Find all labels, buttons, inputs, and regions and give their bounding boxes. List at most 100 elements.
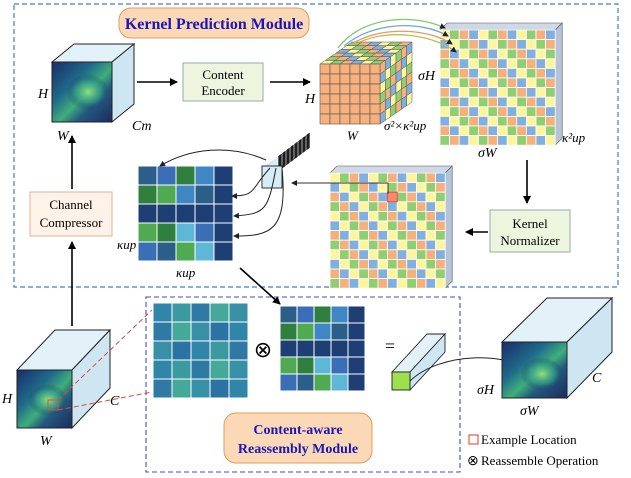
reassembly-kernel-cell [313,339,332,358]
norm-grid-cell [348,220,360,232]
pred-grid-cell [458,87,470,98]
norm-grid-cell [367,210,379,222]
pred-grid-cell [535,68,547,79]
norm-grid-cell [435,201,446,212]
kernel-cell [213,241,234,262]
kernel-cell [213,165,234,186]
reassembly-kernel-cell [279,373,298,392]
volume-front-cell [349,73,361,85]
pred-grid-cell [545,125,556,137]
pred-grid-cell [545,106,556,117]
kernel-vector-front [261,165,283,189]
pred-grid-cell [526,135,537,146]
patch-cell [190,378,211,399]
norm-grid-cell [415,278,427,289]
kernel-cell [137,203,158,224]
pred-grid-cell [497,29,508,41]
pred-grid-cell [526,106,537,117]
kernel-w-label: κup [176,265,196,280]
pred-grid-cell [468,87,479,98]
norm-grid-cell [387,220,398,232]
volume-front-cell [339,73,351,85]
pred-grid-cell [526,96,537,108]
norm-grid-cell [406,210,417,222]
pred-grid-cell [516,77,527,89]
selected-kernel-cell [387,191,398,203]
norm-grid-cell [358,230,369,241]
reassembly-kernel-cell [279,356,298,375]
pred-grid-cell [477,48,489,60]
norm-grid-cell [358,278,369,289]
norm-grid-cell [387,278,398,289]
norm-grid-cell [396,182,408,193]
patch-cell [209,302,230,323]
pred-grid-cell [468,96,479,108]
pred-grid-cell [535,29,547,41]
volume-front-cell [339,63,351,75]
pred-grid-cell [497,68,508,79]
reassembly-kernel-cell [330,356,349,375]
norm-grid-cell [435,258,446,270]
norm-grid-cell [339,182,350,193]
top-input-h-label: H [37,87,49,102]
encoded-kernel-volume [319,41,413,125]
pred-grid-cell [545,116,556,127]
norm-grid-cell [339,210,350,222]
norm-grid-cell [329,191,341,203]
pred-grid-cell [497,96,508,108]
norm-grid-cell [435,239,446,251]
pred-grid-cell [526,116,537,127]
pred-grid-cell [516,58,527,69]
pred-grid-cell [439,116,451,127]
reassembly-kernel-cell [330,322,349,341]
pred-grid-cell [506,39,518,50]
volume-front-cell [359,83,371,95]
norm-grid-cell [425,239,437,251]
patch-cell [171,359,192,380]
kernel-cell [156,184,177,205]
volume-front-cell [319,83,331,95]
reassembly-kernel-cell [330,373,349,392]
norm-grid-cell [396,210,408,222]
content-encoder-label-1: Content [202,67,244,82]
pred-grid-cell [526,48,537,60]
predicted-kernel-grid [439,22,563,146]
patch-cell [228,321,249,342]
volume-front-cell [369,63,381,75]
legend-reassemble-symbol: ⊗ [467,454,479,469]
kernel-cell [137,184,158,205]
kernel-cell [194,222,215,243]
norm-grid-cell [329,172,341,184]
pred-grid-cell [477,68,489,79]
pred-grid-cell [516,116,527,127]
reassembly-kernel-cell [330,305,349,324]
pred-grid-cell [535,48,547,60]
norm-grid-cell [406,191,417,203]
norm-grid-cell [425,268,437,280]
norm-grid-cell [387,210,398,222]
norm-grid-cell [358,249,369,260]
norm-grid-cell [396,258,408,270]
pred-grid-cell [506,106,518,117]
pred-grid-cell [516,125,527,137]
norm-grid-cell [339,268,350,280]
norm-grid-cell [406,239,417,251]
pred-grid-cell [545,29,556,41]
reassembly-kernel-cell [296,339,315,358]
reassembly-kernel-cell [313,373,332,392]
norm-grid-cell [329,239,341,251]
norm-grid-cell [358,172,369,184]
pred-grid-cell [468,125,479,137]
grid3d-h-label: H [304,92,316,107]
pred-grid-cell [506,68,518,79]
norm-grid-cell [367,249,379,260]
reassembly-kernel-cell [347,339,366,358]
patch-cell [190,321,211,342]
pred-grid-cell [468,106,479,117]
norm-grid-cell [406,278,417,289]
patch-cell [152,321,173,342]
pred-grid-cell [458,106,470,117]
volume-front-cell [319,113,331,125]
norm-grid-cell [339,230,350,241]
patch-cell [228,359,249,380]
